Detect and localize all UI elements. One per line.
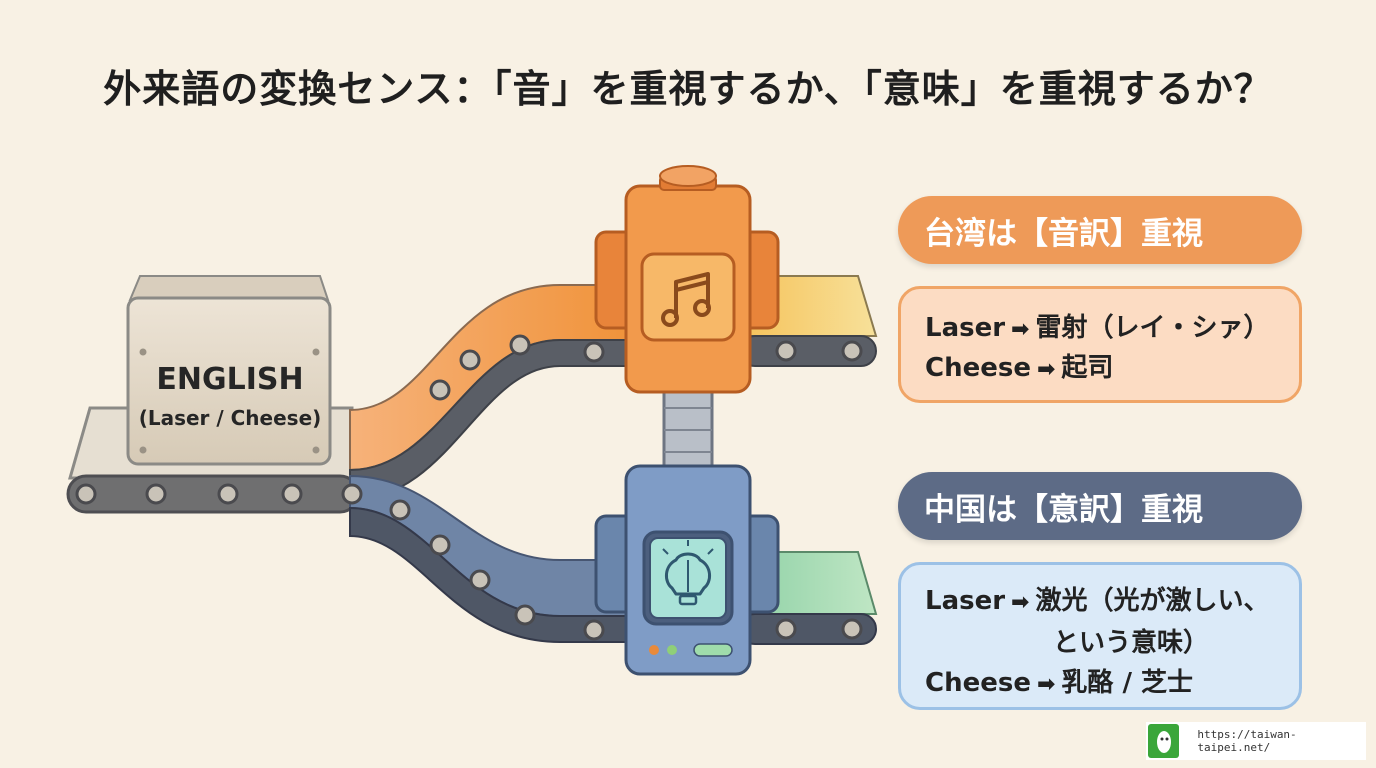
taiwan-row-laser: Laser➡雷射（レイ・シァ） (925, 309, 1299, 349)
china-row-cheese: Cheese➡乳酪 / 芝士 (925, 663, 1299, 705)
arrow-icon: ➡ (1011, 317, 1030, 342)
china-examples-card: Laser➡激光（光が激しい、 という意味） Cheese➡乳酪 / 芝士 (898, 562, 1302, 710)
roller (775, 618, 797, 640)
leaf-mascot-icon (1148, 724, 1180, 758)
roller (341, 483, 363, 505)
meaning-translation-machine (594, 464, 780, 676)
china-row-laser: Laser➡激光（光が激しい、 (925, 581, 1299, 623)
arrow-icon: ➡ (1036, 672, 1056, 697)
site-url: https://taiwan-taipei.net/ (1197, 728, 1297, 754)
china-row-laser-cont: という意味） (1053, 628, 1210, 658)
english-box-sublabel: (Laser / Cheese) (138, 406, 322, 430)
taiwan-row-cheese: Cheese➡起司 (925, 349, 1299, 389)
roller (583, 619, 605, 641)
term-zh: 起司 (1061, 353, 1114, 383)
taiwan-heading: 台湾は【音訳】重視 (898, 196, 1302, 264)
roller (469, 569, 491, 591)
arrow-icon: ➡ (1036, 357, 1056, 382)
roller (217, 483, 239, 505)
china-heading: 中国は【意訳】重視 (898, 472, 1302, 540)
term-en: Laser (925, 313, 1006, 343)
page-title: 外来語の変換センス：「音」を重視するか、「意味」を重視するか？ (103, 67, 1273, 111)
roller (75, 483, 97, 505)
term-en: Laser (925, 586, 1006, 616)
taiwan-examples-card: Laser➡雷射（レイ・シァ） Cheese➡起司 (898, 286, 1302, 403)
term-zh: 雷射（レイ・シァ） (1035, 313, 1270, 343)
sound-translation-machine (594, 165, 780, 394)
roller (389, 499, 411, 521)
roller (514, 604, 536, 626)
roller (775, 340, 797, 362)
roller (145, 483, 167, 505)
brain-lightbulb-icon (662, 540, 714, 606)
roller (841, 618, 863, 640)
roller (583, 341, 605, 363)
term-zh: 乳酪 / 芝士 (1061, 668, 1194, 698)
english-box (126, 275, 332, 466)
roller (841, 340, 863, 362)
term-en: Cheese (925, 668, 1031, 698)
roller (429, 534, 451, 556)
roller (509, 334, 531, 356)
term-zh: 激光（光が激しい、 (1035, 586, 1270, 616)
roller (459, 349, 481, 371)
belt-rollers (75, 334, 863, 641)
roller (429, 379, 451, 401)
term-en: Cheese (925, 353, 1031, 383)
site-logo[interactable]: https://taiwan-taipei.net/ (1146, 722, 1366, 760)
music-note-icon (661, 272, 711, 327)
english-box-label: ENGLISH (156, 362, 304, 397)
arrow-icon: ➡ (1011, 590, 1030, 615)
roller (281, 483, 303, 505)
